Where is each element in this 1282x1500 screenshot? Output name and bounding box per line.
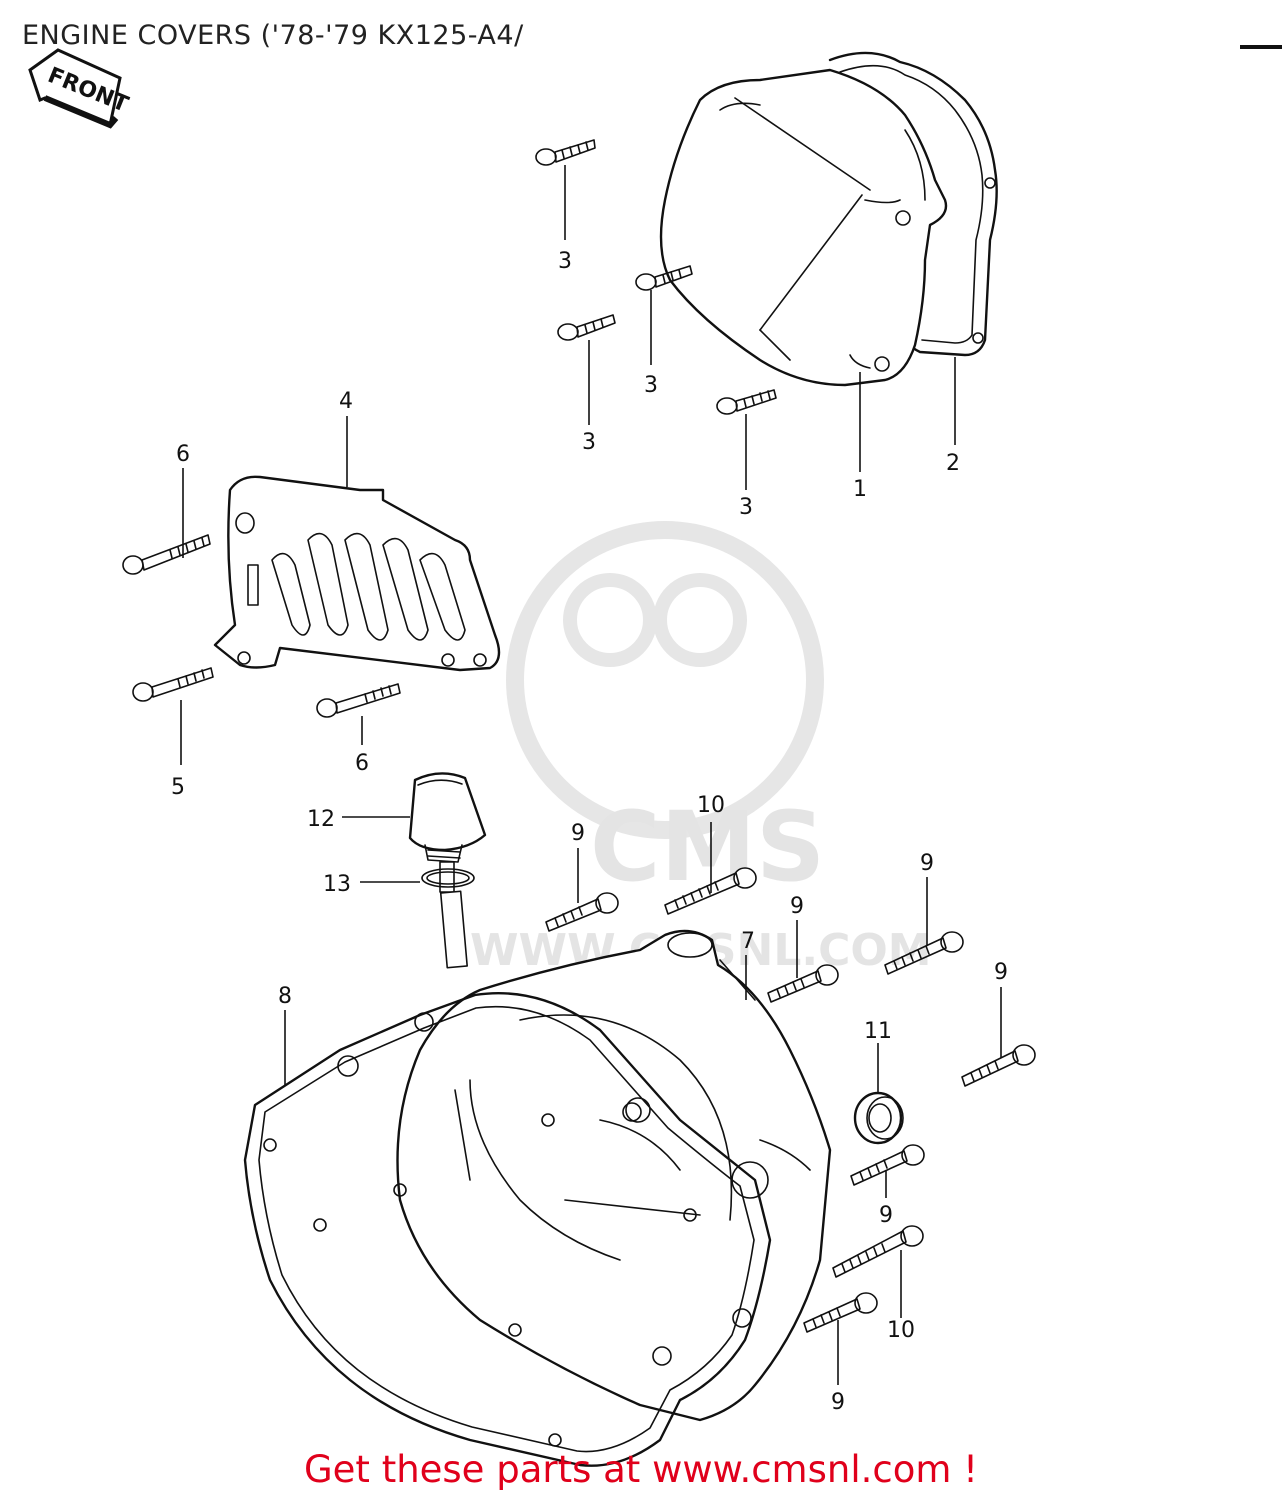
part-6-bolt-b	[316, 683, 401, 718]
part-4-sprocket-cover	[213, 475, 501, 672]
part-9-bolt-f	[803, 1292, 878, 1333]
diagram-title: ENGINE COVERS ('78-'79 KX125-A4/	[22, 20, 524, 51]
get-parts-link[interactable]: Get these parts at www.cmsnl.com !	[303, 1448, 978, 1491]
part-7-clutch-cover	[396, 929, 832, 1422]
callout-4: 4	[339, 389, 353, 414]
part-10-bolt-a	[664, 867, 757, 915]
callout-1: 1	[853, 477, 867, 502]
part-3-bolt-c	[557, 314, 616, 341]
callout-9: 9	[994, 960, 1008, 985]
watermark-brand: CMS	[590, 791, 825, 903]
part-2-gasket	[828, 51, 998, 357]
callout-3: 3	[644, 373, 658, 398]
callout-9: 9	[790, 894, 804, 919]
callout-3: 3	[582, 430, 596, 455]
part-5-bolt	[132, 667, 214, 702]
callout-13: 13	[323, 872, 351, 897]
part-1-magneto-cover	[659, 68, 948, 387]
front-arrow-icon: FRONT	[28, 48, 132, 129]
callout-2: 2	[946, 451, 960, 476]
callout-7: 7	[741, 929, 755, 954]
part-3-bolt-d	[716, 389, 777, 415]
part-9-bolt-e	[850, 1144, 925, 1186]
callout-10: 10	[887, 1318, 915, 1343]
part-13-o-ring	[421, 868, 475, 888]
callout-3: 3	[558, 249, 572, 274]
callout-6: 6	[355, 751, 369, 776]
callout-12: 12	[307, 807, 335, 832]
part-10-bolt-b	[832, 1225, 924, 1278]
callout-3: 3	[739, 495, 753, 520]
callout-9: 9	[920, 851, 934, 876]
callout-9: 9	[879, 1203, 893, 1228]
callout-8: 8	[278, 984, 292, 1009]
part-9-bolt-a	[545, 892, 619, 932]
part-9-bolt-b	[767, 964, 839, 1003]
part-3-bolt-a	[535, 139, 596, 166]
part-9-bolt-c	[884, 931, 964, 975]
callout-6: 6	[176, 442, 190, 467]
callout-9: 9	[831, 1390, 845, 1415]
callout-9: 9	[571, 821, 585, 846]
part-6-bolt-a	[122, 534, 211, 575]
part-12-oil-filler-cap	[408, 772, 487, 969]
part-11-oil-seal	[853, 1091, 904, 1145]
callout-5: 5	[171, 775, 185, 800]
part-8-gasket	[243, 991, 772, 1467]
callout-11: 11	[864, 1019, 892, 1044]
part-3-bolt-b	[635, 265, 693, 291]
part-9-bolt-d	[961, 1044, 1036, 1087]
cms-watermark: CMS WWW.CMSNL.COM	[470, 521, 932, 976]
callout-10: 10	[697, 793, 725, 818]
